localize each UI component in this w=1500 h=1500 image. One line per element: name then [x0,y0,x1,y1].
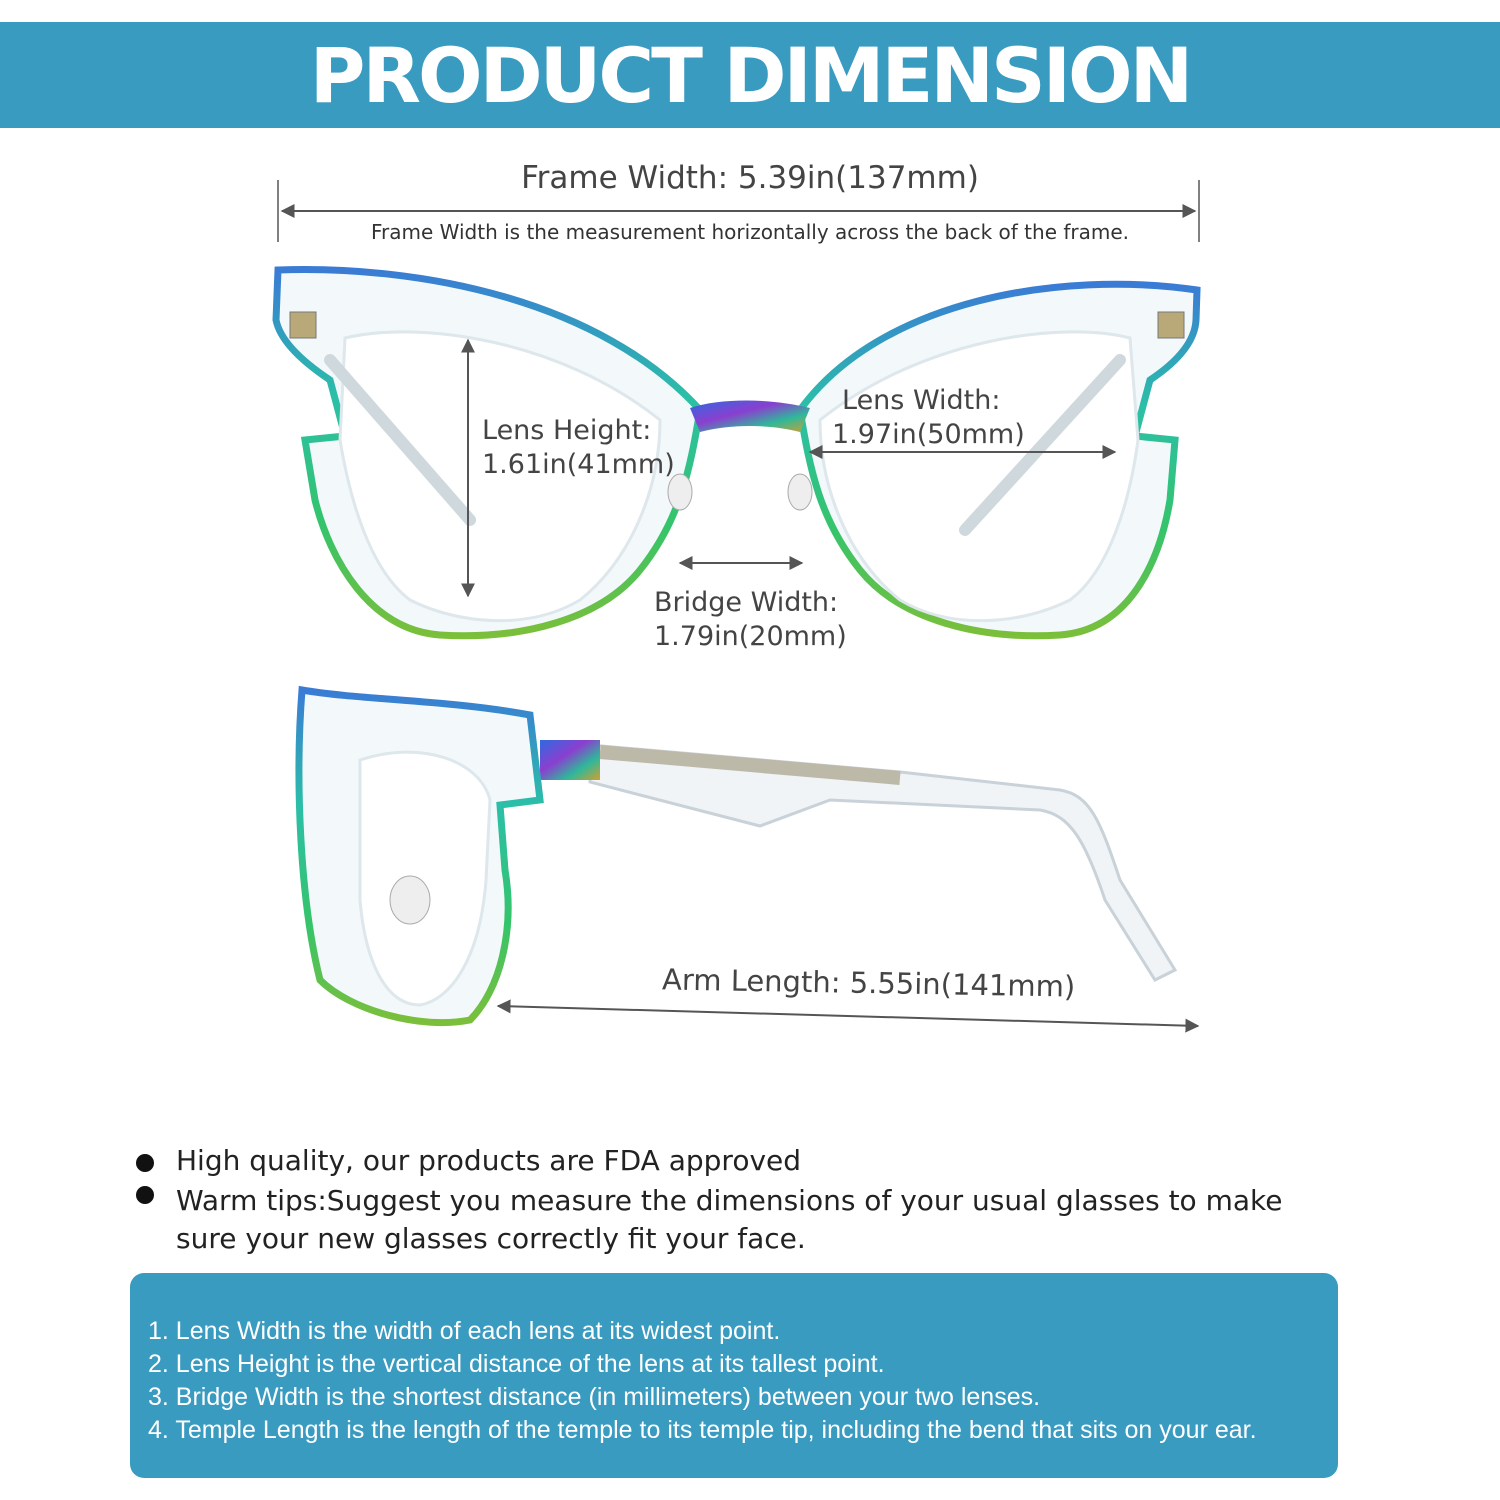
lens-width-title: Lens Width: [842,385,1001,416]
bullet-text: Warm tips:Suggest you measure the dimens… [176,1184,1283,1255]
arm-length-arrow [496,999,1200,1033]
definitions-list: 1. Lens Width is the width of each lens … [148,1315,1338,1447]
feature-bullets: High quality, our products are FDA appro… [130,1142,1350,1260]
bullet-dot-icon [136,1154,154,1172]
lens-width-value: 1.97in(50mm) [832,419,1025,450]
bridge [690,400,810,432]
bullet-item: Warm tips:Suggest you measure the dimens… [130,1182,1350,1258]
lens-height-title: Lens Height: [482,415,652,446]
definition-item: 4. Temple Length is the length of the te… [148,1416,1257,1444]
temple-arm [588,743,1178,982]
side-view-glasses [295,685,1178,1027]
definition-item: 3. Bridge Width is the shortest distance… [148,1383,1041,1411]
bullet-text: High quality, our products are FDA appro… [176,1144,802,1177]
header-banner: PRODUCT DIMENSION [0,22,1500,128]
bridge-width-label: Bridge Width: 1.79in(20mm) [654,586,847,654]
front-view-glasses [272,266,1201,640]
page-title: PRODUCT DIMENSION [309,30,1193,120]
frame-width-label: Frame Width: 5.39in(137mm) [521,160,979,196]
lens-height-label: Lens Height: 1.61in(41mm) [482,414,675,482]
arm-length-label: Arm Length: 5.55in(141mm) [661,962,1076,1004]
lens-width-label: Lens Width: 1.97in(50mm) [832,384,1025,452]
bridge-width-value: 1.79in(20mm) [654,621,847,652]
definition-item: 1. Lens Width is the width of each lens … [148,1317,781,1345]
frame-width-description: Frame Width is the measurement horizonta… [370,220,1130,244]
bullet-item: High quality, our products are FDA appro… [130,1142,1350,1180]
definitions-box: 1. Lens Width is the width of each lens … [130,1273,1338,1478]
bullet-dot-icon [136,1186,154,1204]
bridge-width-title: Bridge Width: [654,587,839,618]
definition-item: 2. Lens Height is the vertical distance … [148,1350,885,1378]
lens-height-value: 1.61in(41mm) [482,449,675,480]
